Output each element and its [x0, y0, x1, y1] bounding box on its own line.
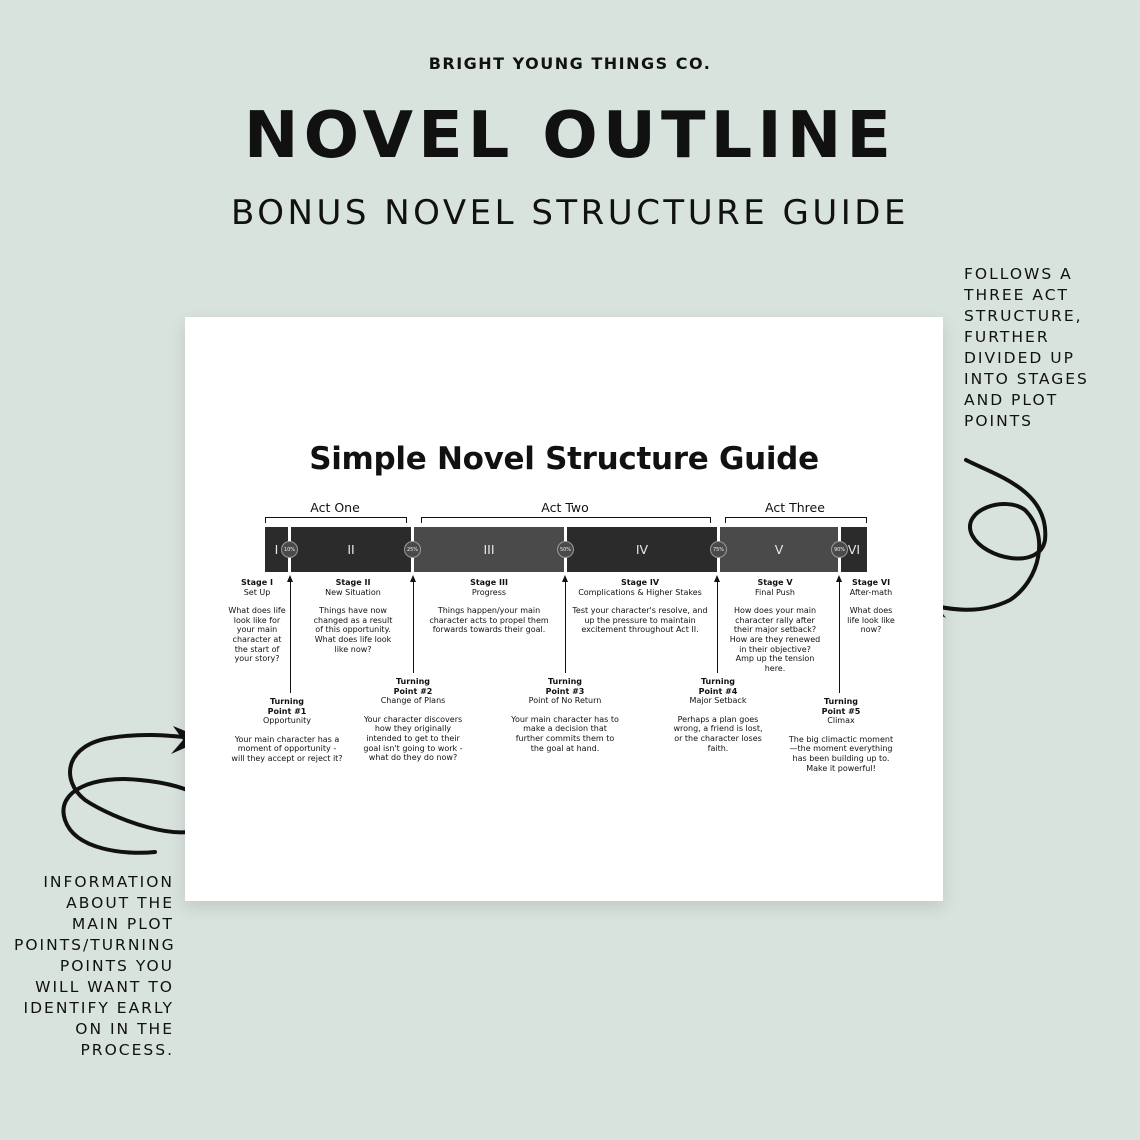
turning-point-1-text: Turning Point #1 Opportunity Your main c… [231, 697, 343, 764]
turning-point-sub: Point of No Return [528, 696, 602, 706]
stage-sub: Progress [471, 587, 507, 597]
arrow-up-icon [714, 575, 720, 582]
stage-sub: Complications & Higher Stakes [578, 587, 702, 597]
act-three-label: Act Three [765, 500, 825, 515]
stage-6-text: Stage VI After-math What does life look … [843, 578, 899, 635]
turning-point-sub: Opportunity [262, 716, 311, 726]
stage-sub: Set Up [243, 587, 271, 597]
stage-3-text: Stage III Progress Things happen/your ma… [425, 578, 553, 635]
percent-marker-25: 25% [404, 541, 421, 558]
stage-desc: Things happen/your main character acts t… [429, 606, 549, 635]
act-one-bracket [265, 517, 407, 523]
segment-iv: IV [567, 527, 717, 572]
turning-point-2-text: Turning Point #2 Change of Plans Your ch… [361, 677, 465, 763]
arrow-up-icon [836, 575, 842, 582]
turning-point-sub: Change of Plans [380, 696, 446, 706]
turning-point-name: Turning Point #1 [267, 697, 307, 716]
turning-point-name: Turning Point #4 [698, 677, 738, 696]
stage-name: Stage VI [851, 578, 891, 587]
act-two-bracket [421, 517, 711, 523]
note-three-act-structure: FOLLOWS A THREE ACT STRUCTURE, FURTHER D… [964, 265, 1089, 430]
stage-name: Stage I [241, 578, 273, 587]
guide-title: Simple Novel Structure Guide [309, 441, 819, 477]
turning-point-desc: Your character discovers how they origin… [363, 714, 463, 763]
segment-v: V [720, 527, 838, 572]
stage-1-text: Stage I Set Up What does life look like … [225, 578, 289, 664]
percent-marker-50: 50% [557, 541, 574, 558]
stage-name: Stage IV [620, 578, 660, 587]
arrow-up-icon [287, 575, 293, 582]
stage-desc: How does your main character rally after… [729, 606, 821, 673]
brand-name: BRIGHT YOUNG THINGS CO. [428, 54, 712, 73]
turning-point-sub: Climax [827, 716, 855, 726]
stage-desc: What does life look like for your main c… [228, 606, 286, 664]
percent-marker-90: 90% [831, 541, 848, 558]
arrow-up-icon [562, 575, 568, 582]
stage-2-text: Stage II New Situation Things have now c… [313, 578, 393, 654]
structure-guide-card: Simple Novel Structure Guide Act One Act… [185, 317, 943, 901]
stage-desc: Test your character's resolve, and up th… [572, 606, 708, 635]
turning-point-name: Turning Point #5 [821, 697, 861, 716]
turning-point-desc: Your main character has a moment of oppo… [231, 734, 343, 763]
page-title: NOVEL OUTLINE [243, 99, 897, 173]
segment-i: I [265, 527, 288, 572]
percent-marker-75: 75% [710, 541, 727, 558]
turning-point-desc: The big climactic moment —the moment eve… [788, 734, 894, 773]
stage-sub: After-math [849, 587, 893, 597]
turning-point-5-text: Turning Point #5 Climax The big climacti… [785, 697, 897, 773]
arrow-up-icon [410, 575, 416, 582]
turning-point-1-line [290, 581, 292, 693]
turning-point-3-line [565, 581, 567, 673]
turning-point-4-line [717, 581, 719, 673]
segment-ii: II [291, 527, 411, 572]
turning-point-sub: Major Setback [689, 696, 747, 706]
stage-sub: New Situation [325, 587, 381, 597]
stage-sub: Final Push [755, 587, 795, 597]
turning-point-5-line [839, 581, 841, 693]
turning-point-2-line [413, 581, 415, 673]
stage-desc: What does life look like now? [847, 606, 895, 635]
stage-5-text: Stage V Final Push How does your main ch… [729, 578, 821, 673]
turning-point-desc: Perhaps a plan goes wrong, a friend is l… [673, 714, 763, 753]
stage-4-text: Stage IV Complications & Higher Stakes T… [570, 578, 710, 635]
turning-point-4-text: Turning Point #4 Major Setback Perhaps a… [673, 677, 763, 753]
note-turning-points: INFORMATION ABOUT THE MAIN PLOT POINTS/T… [14, 873, 176, 1059]
act-one-label: Act One [310, 500, 360, 515]
segment-iii: III [414, 527, 564, 572]
act-three-bracket [725, 517, 867, 523]
act-two-label: Act Two [541, 500, 589, 515]
stage-name: Stage III [470, 578, 508, 587]
stage-desc: Things have now changed as a result of t… [313, 606, 393, 654]
page-subtitle: BONUS NOVEL STRUCTURE GUIDE [231, 193, 909, 233]
turning-point-3-text: Turning Point #3 Point of No Return Your… [511, 677, 619, 753]
stage-name: Stage V [757, 578, 793, 587]
stage-name: Stage II [335, 578, 371, 587]
turning-point-desc: Your main character has to make a decisi… [511, 714, 619, 753]
turning-point-name: Turning Point #2 [393, 677, 433, 696]
percent-marker-10: 10% [281, 541, 298, 558]
structure-bar: I II III IV V VI 10% 25% 50% 75% 90% [265, 527, 867, 572]
turning-point-name: Turning Point #3 [545, 677, 585, 696]
